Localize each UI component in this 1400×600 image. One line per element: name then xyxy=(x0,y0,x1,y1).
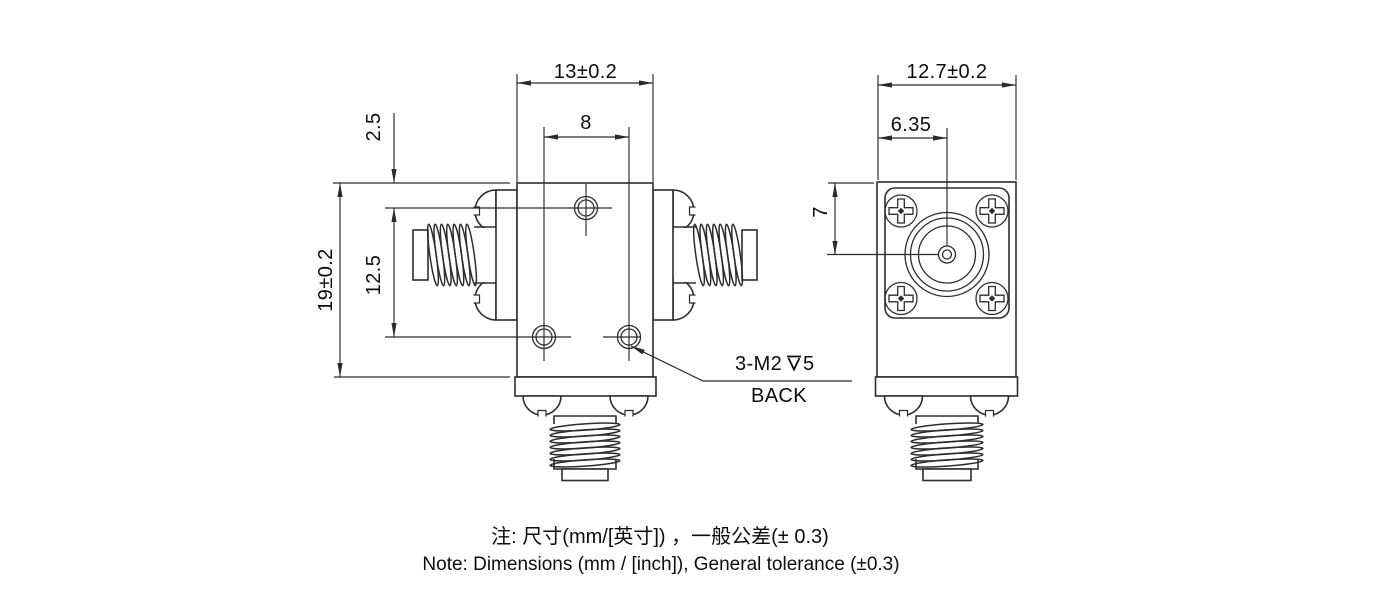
bottom-plate xyxy=(514,376,657,397)
nut-notch xyxy=(688,206,696,216)
threads xyxy=(426,223,478,287)
thread-turn xyxy=(549,428,621,438)
phillips-screw-icon xyxy=(884,281,918,316)
arrowhead xyxy=(517,80,531,86)
arrowhead xyxy=(933,135,947,141)
arrowhead xyxy=(878,135,892,141)
dim-side-width-label: 12.7±0.2 xyxy=(907,61,988,83)
thread-turn xyxy=(910,458,984,468)
arrowhead xyxy=(639,80,653,86)
arrowhead xyxy=(832,183,838,197)
thread-turn xyxy=(910,446,984,456)
arrowhead xyxy=(391,169,397,183)
thread-turn xyxy=(549,422,621,432)
thread-turn xyxy=(910,452,984,462)
threads xyxy=(910,422,984,468)
thread-callout-label: 3-M2 xyxy=(735,353,782,375)
thread-turn xyxy=(910,440,984,450)
thread-turn xyxy=(549,446,621,456)
side-view: 12.7±0.2 6.35 7 xyxy=(810,61,1019,482)
arrowhead xyxy=(631,346,645,355)
barrel-plain-section xyxy=(915,415,979,424)
center-pin-inner xyxy=(941,249,953,260)
sma-connector-bottom xyxy=(522,395,649,482)
arrowhead xyxy=(615,134,629,140)
coupling-nut xyxy=(495,189,518,321)
front-dim-lines xyxy=(333,74,852,382)
dim-hole-offset-label: 12.5 xyxy=(363,255,385,296)
arrowhead xyxy=(391,323,397,337)
dimension-arrows xyxy=(337,80,1016,377)
phillips-screw-icon xyxy=(975,194,1009,228)
phillips-screw-icon xyxy=(884,194,918,228)
front-view: 13±0.2 8 19±0.2 2.5 12.5 3-M2 5 BACK xyxy=(315,61,852,482)
arrowhead xyxy=(337,183,343,197)
barrel-plain-section xyxy=(553,415,617,424)
phillips-screw-icon xyxy=(975,281,1009,316)
dim-hole-spacing-label: 8 xyxy=(580,112,592,134)
connector-cap xyxy=(741,229,758,281)
back-label: BACK xyxy=(751,385,807,407)
arrowhead xyxy=(1002,82,1016,88)
nut-notch xyxy=(473,206,481,216)
arrowhead xyxy=(544,134,558,140)
dim-width-label: 13±0.2 xyxy=(554,61,617,83)
thread-turn xyxy=(549,440,621,450)
sma-connector-left xyxy=(412,189,518,321)
nut-notch xyxy=(473,294,481,304)
barrel-fill xyxy=(674,228,696,282)
note-line-en: Note: Dimensions (mm / [inch]), General … xyxy=(422,554,899,575)
thread-turn xyxy=(464,223,478,287)
thread-turn xyxy=(910,428,984,438)
barrel-plain-section xyxy=(474,226,497,284)
nut-notch xyxy=(984,409,995,417)
nut-notch xyxy=(624,409,634,417)
nut-notches xyxy=(473,206,696,417)
barrel-fill xyxy=(474,228,496,282)
thread-turn xyxy=(549,452,621,462)
dim-vertical-offset-label: 7 xyxy=(810,206,832,218)
arrowhead xyxy=(391,208,397,222)
thread-turn xyxy=(549,434,621,444)
notes: 注: 尺寸(mm/[英寸]) ，一般公差(± 0.3) Note: Dimens… xyxy=(422,525,899,575)
bottom-plate xyxy=(874,376,1019,397)
flange-screws xyxy=(884,194,1009,316)
arrowhead xyxy=(337,363,343,377)
dim-height-label: 19±0.2 xyxy=(315,248,337,311)
thread-turn xyxy=(549,458,621,468)
threads xyxy=(692,223,744,287)
nut-notch xyxy=(898,409,909,417)
connector-cap xyxy=(412,229,429,281)
thread-callout-depth: 5 xyxy=(803,353,815,375)
sma-connector-bottom xyxy=(883,395,1010,482)
nut-notch xyxy=(537,409,547,417)
coupling-nut xyxy=(652,189,674,321)
arrowhead xyxy=(832,241,838,255)
leader-line xyxy=(630,345,852,382)
connector-cap xyxy=(922,468,972,482)
thread-turn xyxy=(730,223,744,287)
threads xyxy=(549,422,621,468)
sma-connector-right xyxy=(652,189,758,321)
depth-symbol-icon xyxy=(787,355,801,372)
thread-turn xyxy=(910,434,984,444)
connector-cap xyxy=(561,468,609,482)
nut-notch xyxy=(688,294,696,304)
arrowhead xyxy=(878,82,892,88)
thread-turn xyxy=(910,422,984,432)
dim-center-offset-label: 6.35 xyxy=(891,114,932,136)
barrel-plain-section xyxy=(673,226,696,284)
note-line-cn: 注: 尺寸(mm/[英寸]) ，一般公差(± 0.3) xyxy=(491,525,829,548)
nut-notches xyxy=(898,409,995,417)
dim-top-offset-label: 2.5 xyxy=(363,112,385,141)
